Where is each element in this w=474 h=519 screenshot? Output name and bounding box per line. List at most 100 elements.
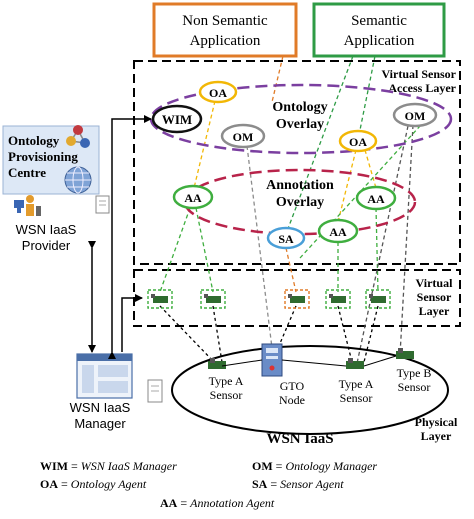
physical-sensors <box>208 343 414 377</box>
provider-label-line2: Provider <box>22 238 71 253</box>
om-typeb-line <box>399 124 414 356</box>
aa-sensor-line-4 <box>375 207 379 293</box>
aa-sensor-line-2 <box>195 207 214 293</box>
ontology-overlay-ring <box>149 83 453 155</box>
legend-om: OM = Ontology Manager <box>252 459 377 473</box>
non-semantic-application-box: Non Semantic Application <box>152 2 298 58</box>
aa-node-bottom: AA <box>317 218 359 244</box>
virtual-sensor-icon <box>284 289 310 309</box>
oa-node-right-label: OA <box>349 135 367 149</box>
aa-node-right: AA <box>355 185 397 211</box>
semantic-label-line2: Application <box>344 33 415 49</box>
legend-aa: AA = Annotation Agent <box>160 496 275 510</box>
sa-sensor-line <box>285 247 297 293</box>
legend-wim: WIM = WSN IaaS Manager <box>40 459 177 473</box>
physical-layer-label-line2: Layer <box>421 429 452 443</box>
legend-oa: OA = Ontology Agent <box>40 477 147 491</box>
wsn-iaas-physical-ring <box>171 345 449 435</box>
ontology-graph-icon <box>66 125 90 148</box>
om-node-right-label: OM <box>405 109 426 123</box>
non-semantic-label-line2: Application <box>190 33 261 49</box>
virtual-sensor-icon <box>365 289 391 309</box>
gto-node-label-line1: GTO <box>280 379 305 393</box>
manager-label-line1: WSN IaaS <box>70 400 131 415</box>
type-a-right-label-line2: Sensor <box>340 391 373 405</box>
virtual-physical-line-1 <box>159 305 215 363</box>
wsn-iaas-manager-window <box>76 353 133 399</box>
virtual-physical-line-2 <box>212 305 223 363</box>
manager-document-icon <box>147 379 163 403</box>
provisioning-label-line1: Ontology <box>8 133 60 148</box>
oa-node-top-label: OA <box>209 86 227 100</box>
wsn-iaas-title: WSN IaaS <box>266 431 333 447</box>
semantic-label-line1: Semantic <box>351 13 407 29</box>
connection-lines <box>159 55 431 369</box>
physical-links <box>221 355 397 367</box>
gto-node-icon <box>261 343 283 377</box>
virtual-sensor-icon <box>147 289 173 309</box>
type-a-left-label-line1: Type A <box>209 374 244 388</box>
oa-aa-line-mid <box>337 149 357 223</box>
aa-node-right-label: AA <box>367 192 385 206</box>
aa-node-bottom-label: AA <box>329 225 347 239</box>
wim-node: WIM <box>151 104 203 134</box>
virtual-sensors <box>147 289 391 309</box>
semantic-application-box: Semantic Application <box>312 2 446 58</box>
om-gto-line <box>246 145 273 349</box>
legend: WIM = WSN IaaS Manager OM = Ontology Man… <box>40 459 377 510</box>
provider-label-line1: WSN IaaS <box>16 222 77 237</box>
oa-node-top: OA <box>198 80 238 104</box>
type-a-left-label-line2: Sensor <box>210 388 243 402</box>
sensor-layer-label-line2: Sensor <box>417 290 452 304</box>
provisioning-label-line3: Centre <box>8 165 46 180</box>
non-semantic-om-line <box>271 55 284 103</box>
annotation-overlay-label-line1: Annotation <box>266 178 334 193</box>
type-a-right-label-line1: Type A <box>339 377 374 391</box>
semantic-sa-line <box>285 55 354 235</box>
control-arrows <box>88 115 152 359</box>
provider-person-icon <box>14 195 41 216</box>
oa-aa-line-right <box>364 149 377 189</box>
annotation-overlay-ring <box>183 168 417 236</box>
non-semantic-label-line1: Non Semantic <box>182 13 268 29</box>
sensor-board-icon <box>346 358 364 369</box>
sa-om-line <box>299 114 431 259</box>
om-typea-line <box>355 125 409 369</box>
virtual-physical-line-5 <box>363 305 379 363</box>
annotation-overlay-label-line2: Overlay <box>276 195 324 210</box>
legend-sa: SA = Sensor Agent <box>252 477 344 491</box>
semantic-oa-line <box>359 55 376 131</box>
aa-node-left-label: AA <box>184 191 202 205</box>
virtual-physical-line-4 <box>337 305 353 363</box>
type-b-label-line1: Type B <box>397 366 432 380</box>
aa-node-left: AA <box>172 184 214 210</box>
virtual-sensor-icon <box>325 289 351 309</box>
aa-sensor-line-1 <box>159 207 191 293</box>
provisioning-label-line2: Provisioning <box>8 149 78 164</box>
sensor-layer-label-line3: Layer <box>419 304 450 318</box>
om-node-left: OM <box>220 123 266 149</box>
virtual-physical-line-3 <box>277 305 297 349</box>
ontology-provisioning-centre: Ontology Provisioning Centre <box>2 125 100 195</box>
access-layer-label-line2: Access Layer <box>388 81 456 95</box>
virtual-sensor-icon <box>200 289 226 309</box>
type-b-label-line2: Sensor <box>398 380 431 394</box>
ontology-overlay-label-line2: Overlay <box>276 117 324 132</box>
wim-node-label: WIM <box>162 112 192 127</box>
om-node-left-label: OM <box>233 130 254 144</box>
manager-wim-arrow <box>108 115 152 359</box>
document-icon <box>95 195 110 214</box>
ontology-overlay-label-line1: Ontology <box>272 100 327 115</box>
sa-node-label: SA <box>278 232 294 246</box>
sensor-board-icon <box>396 348 414 359</box>
manager-label-line2: Manager <box>74 416 126 431</box>
om-node-right: OM <box>392 102 438 128</box>
oa-node-right: OA <box>338 129 378 153</box>
sa-node: SA <box>266 226 306 250</box>
manager-sensor-layer-arrow <box>121 294 143 352</box>
physical-layer-label-line1: Physical <box>415 415 458 429</box>
globe-icon <box>64 166 92 194</box>
gto-node-label-line2: Node <box>279 393 305 407</box>
access-layer-label-line1: Virtual Sensor <box>381 67 456 81</box>
